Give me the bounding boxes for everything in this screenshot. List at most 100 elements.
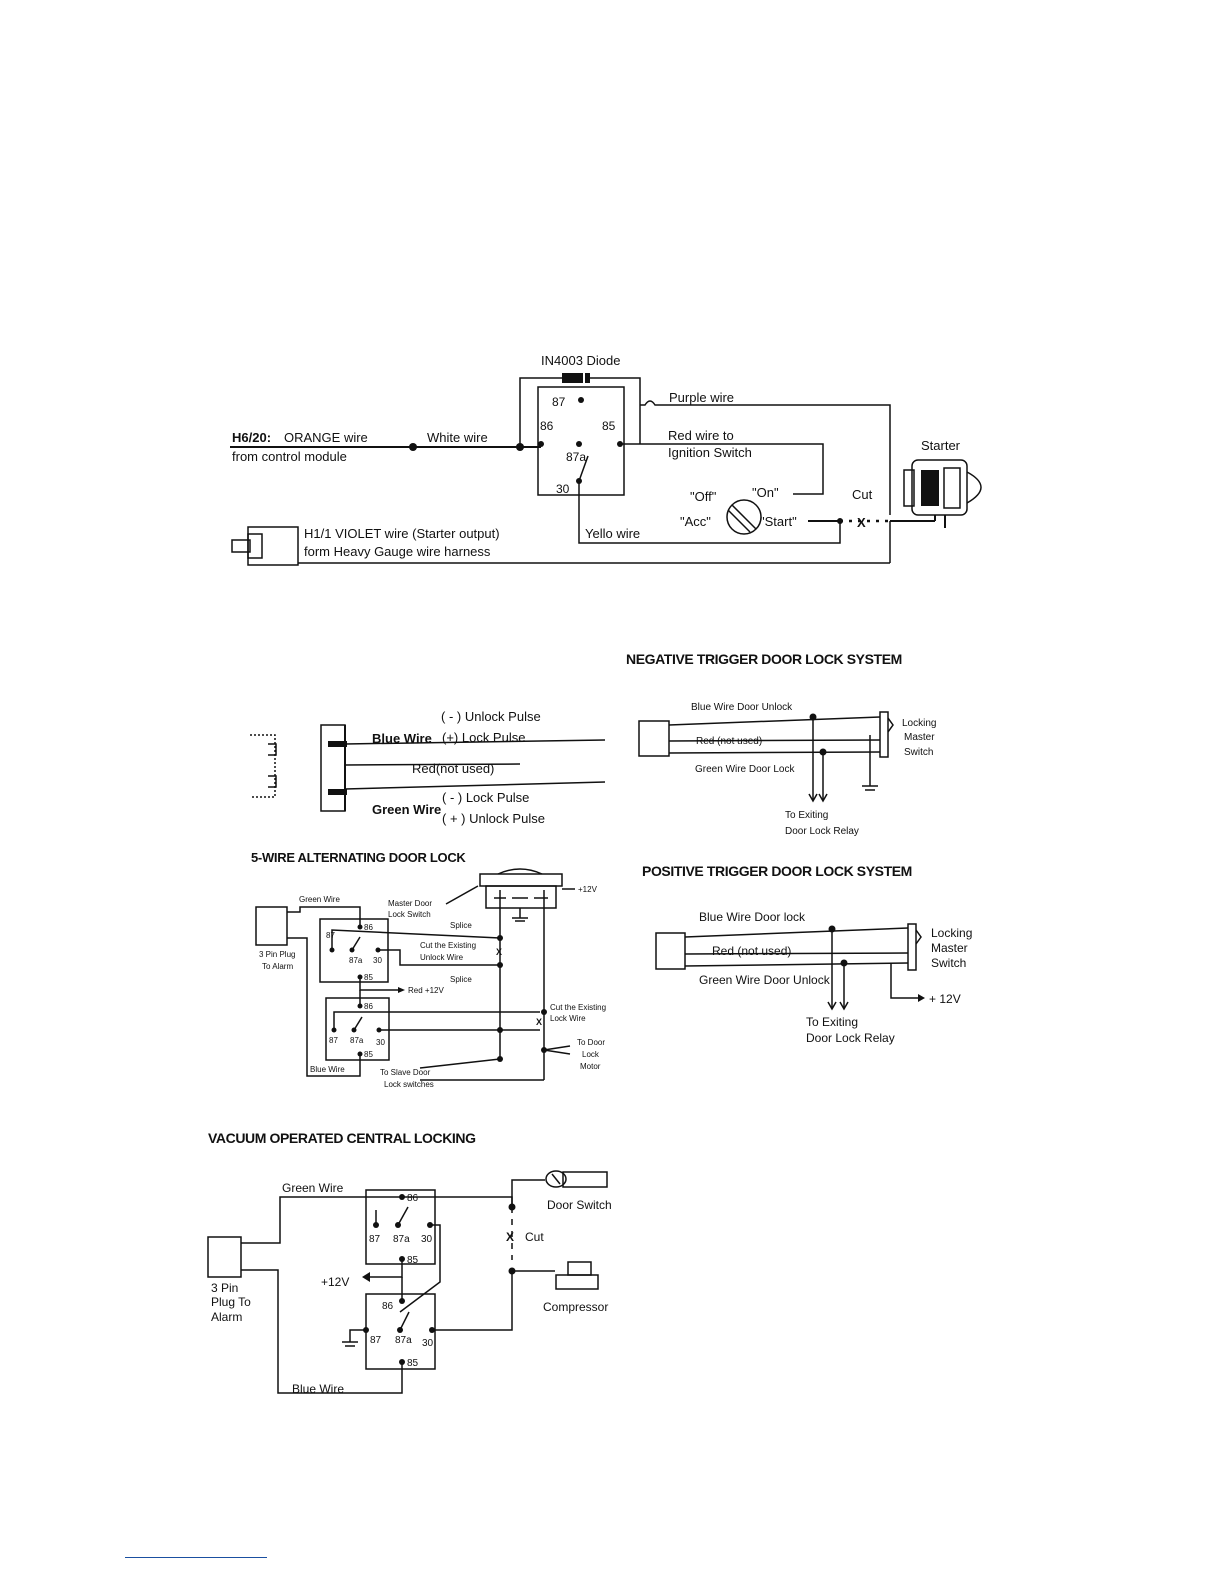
- neg-door-lock-relay: Door Lock Relay: [785, 826, 859, 837]
- unlock-pulse-neg: ( - ) Unlock Pulse: [441, 709, 541, 724]
- svg-text:X: X: [496, 947, 502, 957]
- starter-kill-diagram: IN4003 Diode 87 86 85 87a 30 H6/20: ORAN…: [230, 353, 982, 566]
- neg-blue-wire-unlock: Blue Wire Door Unlock: [691, 702, 793, 713]
- five-pin-85a: 85: [364, 973, 373, 982]
- cut-label: Cut: [852, 487, 873, 502]
- lock-pulse-pos: (+) Lock Pulse: [442, 730, 525, 745]
- neg-master: Master: [904, 732, 935, 743]
- neg-to-exiting: To Exiting: [785, 810, 828, 821]
- orange-wire-label: ORANGE wire: [284, 430, 368, 445]
- vacuum-compressor: Compressor: [543, 1300, 608, 1314]
- pos-blue-wire-lock: Blue Wire Door lock: [699, 910, 806, 924]
- five-wire-plug: [255, 906, 288, 946]
- neg-connector: [638, 720, 670, 757]
- pin-85-label: 85: [602, 419, 616, 433]
- five-to-slave-door: To Slave Door: [380, 1068, 431, 1077]
- five-pin-87a-a: 87a: [349, 956, 363, 965]
- off-label: "Off": [690, 489, 717, 504]
- five-unlock-wire: Unlock Wire: [420, 953, 464, 962]
- five-cut-existing-2: Cut the Existing: [550, 1003, 606, 1012]
- vacuum-pin-87b: 87: [370, 1335, 382, 1346]
- connector-red-not-used: Red(not used): [412, 761, 494, 776]
- connector-plug: [320, 724, 346, 812]
- five-splice-2: Splice: [450, 975, 472, 984]
- unlock-pulse-pos: ( + ) Unlock Pulse: [442, 811, 545, 826]
- five-cut-existing: Cut the Existing: [420, 941, 476, 950]
- positive-trigger-diagram: POSITIVE TRIGGER DOOR LOCK SYSTEM Blue W…: [642, 863, 972, 1045]
- pos-connector: [655, 932, 686, 970]
- positive-trigger-title: POSITIVE TRIGGER DOOR LOCK SYSTEM: [642, 863, 912, 879]
- five-lock-wire: Lock Wire: [550, 1014, 586, 1023]
- five-master-door: Master Door: [388, 899, 432, 908]
- red-wire-to: Red wire to: [668, 428, 734, 443]
- acc-label: "Acc": [680, 514, 711, 529]
- vacuum-alarm: Alarm: [211, 1310, 242, 1324]
- pos-red-not-used: Red (not used): [712, 944, 791, 958]
- vacuum-plug: [207, 1236, 242, 1278]
- vacuum-plug-to: Plug To: [211, 1295, 251, 1309]
- vacuum-pin-87a: 87: [369, 1234, 381, 1245]
- vacuum-title: VACUUM OPERATED CENTRAL LOCKING: [208, 1130, 476, 1146]
- neg-switch: Switch: [904, 747, 933, 758]
- vacuum-pin-30a: 30: [421, 1234, 433, 1245]
- five-pin-86a: 86: [364, 923, 373, 932]
- five-to-door: To Door: [577, 1038, 605, 1047]
- five-pin-30a: 30: [373, 956, 382, 965]
- five-pin-87b-a: 87a: [350, 1036, 364, 1045]
- ignition-switch-symbol: [726, 499, 762, 535]
- start-label: "Start": [760, 514, 797, 529]
- five-to-alarm: To Alarm: [262, 962, 293, 971]
- five-red-12v: Red +12V: [408, 986, 444, 995]
- vacuum-pin-85b: 85: [407, 1358, 419, 1369]
- five-lock-switch: Lock Switch: [388, 910, 431, 919]
- ignition-switch-label: Ignition Switch: [668, 445, 752, 460]
- purple-wire-label: Purple wire: [669, 390, 734, 405]
- vacuum-green-wire: Green Wire: [282, 1181, 344, 1195]
- pos-master: Master: [931, 941, 968, 955]
- five-plus-12v: +12V: [578, 885, 598, 894]
- five-wire-master-switch: [479, 868, 563, 922]
- five-motor: Motor: [580, 1062, 601, 1071]
- neg-locking: Locking: [902, 718, 936, 729]
- starter-relay-box: [537, 386, 625, 496]
- vacuum-pin-86a: 86: [407, 1193, 419, 1204]
- vacuum-three-pin: 3 Pin: [211, 1281, 238, 1295]
- five-blue-wire: Blue Wire: [310, 1065, 345, 1074]
- from-control-module: from control module: [232, 449, 347, 464]
- yello-wire-label: Yello wire: [585, 526, 640, 541]
- five-pin-87a: 87: [326, 931, 335, 940]
- vacuum-cut: Cut: [525, 1230, 544, 1244]
- white-wire-label: White wire: [427, 430, 488, 445]
- connector-blue-wire: Blue Wire: [372, 731, 432, 746]
- pin-87-label: 87: [552, 395, 566, 409]
- five-green-wire: Green Wire: [299, 895, 340, 904]
- svg-text:X: X: [536, 1017, 542, 1027]
- connector-green-wire: Green Wire: [372, 802, 441, 817]
- svg-text:X: X: [506, 1230, 514, 1244]
- five-wire-title: 5-WIRE ALTERNATING DOOR LOCK: [251, 850, 466, 865]
- vacuum-plus-12v: +12V: [321, 1275, 349, 1289]
- vacuum-pin-85a: 85: [407, 1255, 419, 1266]
- neg-green-wire-lock: Green Wire Door Lock: [695, 764, 795, 775]
- vacuum-diagram: VACUUM OPERATED CENTRAL LOCKING 3 Pin Pl…: [207, 1130, 612, 1396]
- vacuum-pin-30b: 30: [422, 1338, 434, 1349]
- starter-motor-icon: [903, 459, 982, 528]
- five-pin-86b: 86: [364, 1002, 373, 1011]
- five-lock: Lock: [582, 1050, 600, 1059]
- pin-30-label: 30: [556, 482, 570, 496]
- five-relay-b: [325, 997, 390, 1061]
- h11-violet-label: H1/1 VIOLET wire (Starter output): [304, 526, 500, 541]
- five-pin-87b: 87: [329, 1036, 338, 1045]
- five-pin-30b: 30: [376, 1038, 385, 1047]
- pin-87a-label: 87a: [566, 450, 586, 464]
- pos-green-wire-unlock: Green Wire Door Unlock: [699, 973, 831, 987]
- door-switch-icon: [545, 1170, 608, 1188]
- starter-label: Starter: [921, 438, 961, 453]
- compressor-icon: [555, 1261, 599, 1290]
- cut-x: X: [857, 515, 866, 530]
- vacuum-door-switch: Door Switch: [547, 1198, 612, 1212]
- pos-master-switch: [907, 923, 917, 971]
- five-splice-1: Splice: [450, 921, 472, 930]
- neg-master-switch: [879, 711, 889, 758]
- five-wire-diagram: 5-WIRE ALTERNATING DOOR LOCK +12V 3 Pin …: [251, 850, 606, 1089]
